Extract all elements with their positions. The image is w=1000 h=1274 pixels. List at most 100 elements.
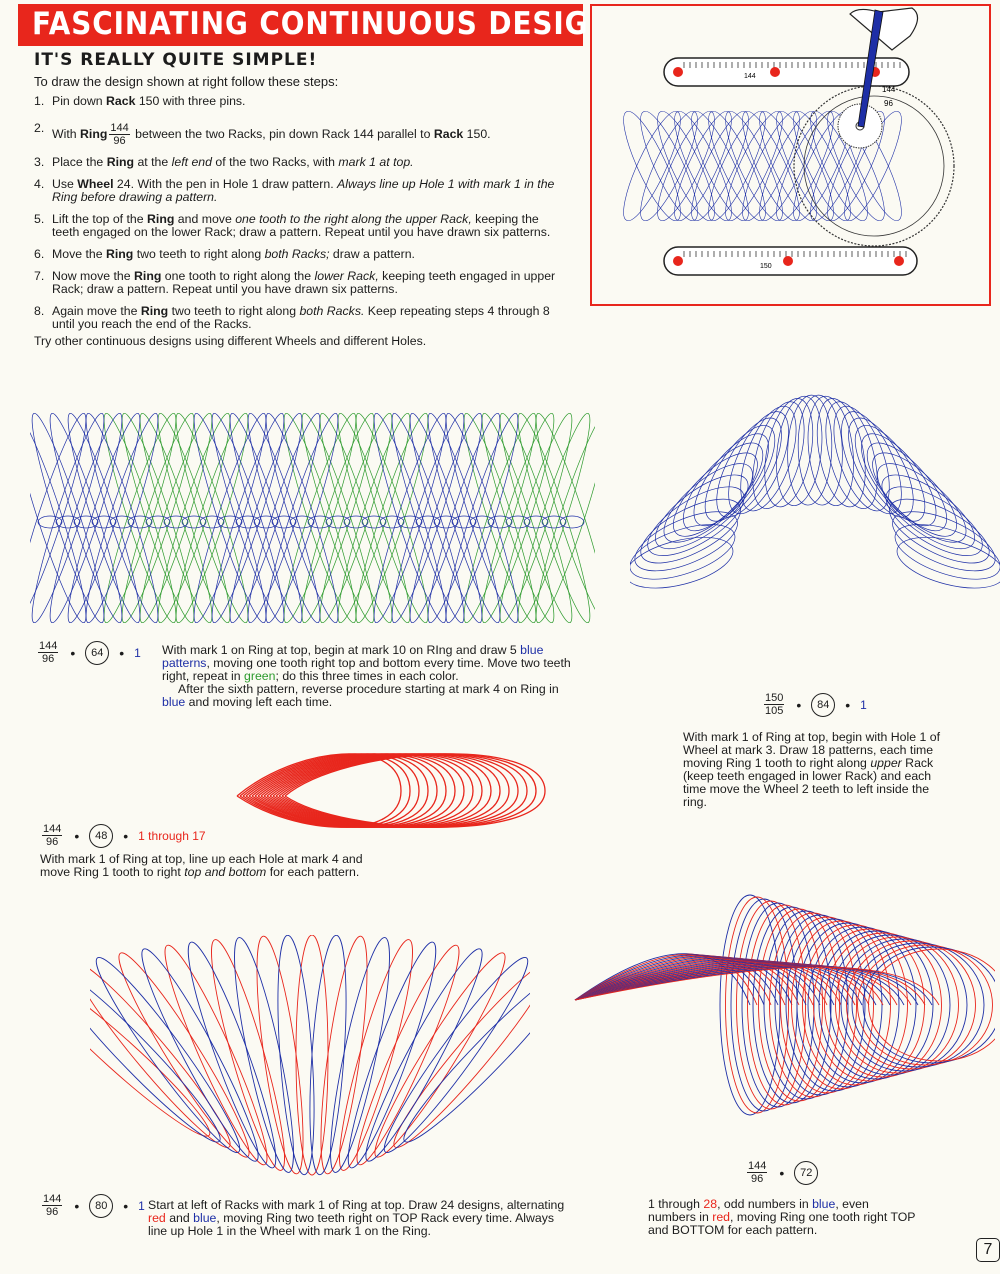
wheel-badge: 80 bbox=[89, 1193, 114, 1218]
caption-italic: top and bottom bbox=[184, 865, 267, 879]
step-number: 5. bbox=[34, 212, 45, 226]
rack-top: 144 bbox=[663, 57, 910, 87]
hole-number: 1 through 17 bbox=[138, 828, 206, 843]
step-text: two teeth to right along bbox=[133, 247, 265, 261]
fraction-num: 144 bbox=[109, 122, 130, 135]
fraction-num: 144 bbox=[747, 1160, 768, 1173]
step-bold: Rack bbox=[106, 94, 136, 108]
step-number: 6. bbox=[34, 247, 45, 261]
caption-text: for each pattern. bbox=[266, 865, 360, 879]
caption-text: Start at left of Racks with mark 1 of Ri… bbox=[148, 1198, 565, 1212]
caption-italic: upper bbox=[870, 756, 902, 770]
step-3: 3.Place the Ring at the left end of the … bbox=[34, 156, 569, 169]
caption-red: red bbox=[712, 1210, 731, 1224]
red-pattern bbox=[236, 753, 546, 828]
fraction-den: 96 bbox=[46, 1206, 59, 1218]
step-number: 4. bbox=[34, 177, 45, 191]
wheel-badge: 84 bbox=[811, 692, 836, 717]
hole-number: 1 bbox=[860, 697, 867, 712]
step-text: With bbox=[52, 126, 81, 141]
setup-drawing: 144 150 144 96 bbox=[623, 7, 955, 276]
rack-top-label: 144 bbox=[744, 73, 756, 80]
caption-blue: blue patterns bbox=[162, 643, 544, 670]
rack-bottom-label: 150 bbox=[760, 263, 772, 270]
bullet-icon: • bbox=[74, 827, 80, 844]
intro-text: To draw the design shown at right follow… bbox=[34, 74, 339, 89]
design-4-caption: Start at left of Racks with mark 1 of Ri… bbox=[148, 1199, 568, 1238]
caption-red: red bbox=[148, 1211, 166, 1225]
step-italic: mark 1 at top. bbox=[338, 155, 414, 169]
caption-text: ; do this three times in each color. bbox=[275, 669, 459, 683]
step-text: between the two Racks, pin down Rack 144… bbox=[131, 126, 434, 141]
page-number: 7 bbox=[976, 1238, 1000, 1262]
bullet-icon: • bbox=[123, 827, 129, 844]
caption-text: , moving Ring one tooth right TOP and BO… bbox=[648, 1210, 916, 1237]
step-bold: Ring bbox=[140, 304, 169, 318]
design-1-caption: With mark 1 on Ring at top, begin at mar… bbox=[162, 644, 580, 709]
step-5: 5.Lift the top of the Ring and move one … bbox=[34, 213, 569, 239]
design-5-caption: 1 through 28, odd numbers in blue, even … bbox=[648, 1198, 918, 1237]
step-bold: Ring bbox=[147, 212, 175, 226]
blue-pattern bbox=[30, 412, 585, 624]
step-text: and move bbox=[174, 212, 236, 226]
step-text: two teeth to right along bbox=[168, 304, 300, 318]
step-7: 7.Now move the Ring one tooth to right a… bbox=[34, 270, 569, 296]
pen-hand bbox=[849, 7, 919, 128]
fraction-num: 144 bbox=[42, 823, 63, 836]
section-subtitle: IT'S REALLY QUITE SIMPLE! bbox=[34, 50, 318, 70]
blue-pattern bbox=[90, 935, 530, 1176]
fraction-num: 144 bbox=[42, 1193, 63, 1206]
page-title: FASCINATING CONTINUOUS DESIGNS bbox=[32, 6, 634, 42]
step-6: 6.Move the Ring two teeth to right along… bbox=[34, 248, 569, 261]
setup-pattern bbox=[623, 111, 902, 221]
pin-4 bbox=[673, 256, 683, 266]
step-bold: Ring bbox=[106, 155, 135, 169]
bullet-icon: • bbox=[119, 644, 125, 661]
fraction-den: 96 bbox=[751, 1173, 764, 1185]
step-italic: both Racks; bbox=[264, 247, 330, 261]
step-number: 1. bbox=[34, 94, 45, 108]
caption-blue: blue bbox=[162, 695, 186, 709]
caption-blue: blue bbox=[193, 1211, 217, 1225]
step-italic: lower Rack, bbox=[314, 269, 379, 283]
bullet-icon: • bbox=[70, 644, 76, 661]
caption-text: With mark 1 on Ring at top, begin at mar… bbox=[162, 643, 521, 657]
pin-2 bbox=[770, 67, 780, 77]
step-italic: one tooth to the right along the upper R… bbox=[235, 212, 472, 226]
step-text: Again move the bbox=[52, 304, 141, 318]
setup-illustration: 144 150 144 96 bbox=[590, 4, 991, 306]
step-number: 3. bbox=[34, 155, 45, 169]
step-text: Keep repeating steps 4 through 8 until y… bbox=[52, 304, 550, 331]
step-number: 7. bbox=[34, 269, 45, 283]
caption-text: and moving left each time. bbox=[185, 695, 333, 709]
caption-text: With mark 1 of Ring at top, line up each… bbox=[40, 852, 363, 879]
design-red-blue-scallop bbox=[90, 935, 530, 1176]
hole-number: 1 bbox=[134, 645, 141, 660]
caption-text: , even numbers in bbox=[648, 1197, 869, 1224]
step-text: Use bbox=[52, 177, 78, 191]
design-2-caption: With mark 1 of Ring at top, begin with H… bbox=[683, 731, 948, 809]
step-number: 8. bbox=[34, 304, 45, 318]
step-bold: Rack bbox=[433, 126, 464, 141]
title-banner: FASCINATING CONTINUOUS DESIGNS bbox=[18, 4, 633, 46]
step-1: 1.Pin down Rack 150 with three pins. bbox=[34, 95, 569, 108]
caption-text: With mark 1 of Ring at top, begin with H… bbox=[683, 730, 940, 770]
fraction-den: 96 bbox=[46, 836, 59, 848]
caption-green: green bbox=[244, 669, 276, 683]
caption-text: , odd numbers in bbox=[717, 1197, 813, 1211]
step-italic: Always line up Hole 1 with mark 1 in the… bbox=[52, 177, 555, 204]
step-text: keeping the teeth engaged on the lower R… bbox=[52, 212, 551, 239]
step-bold: Ring bbox=[134, 269, 162, 283]
step-bold: Wheel bbox=[77, 177, 114, 191]
ring: 144 96 bbox=[793, 85, 955, 247]
ring-label-num: 144 bbox=[882, 85, 896, 94]
